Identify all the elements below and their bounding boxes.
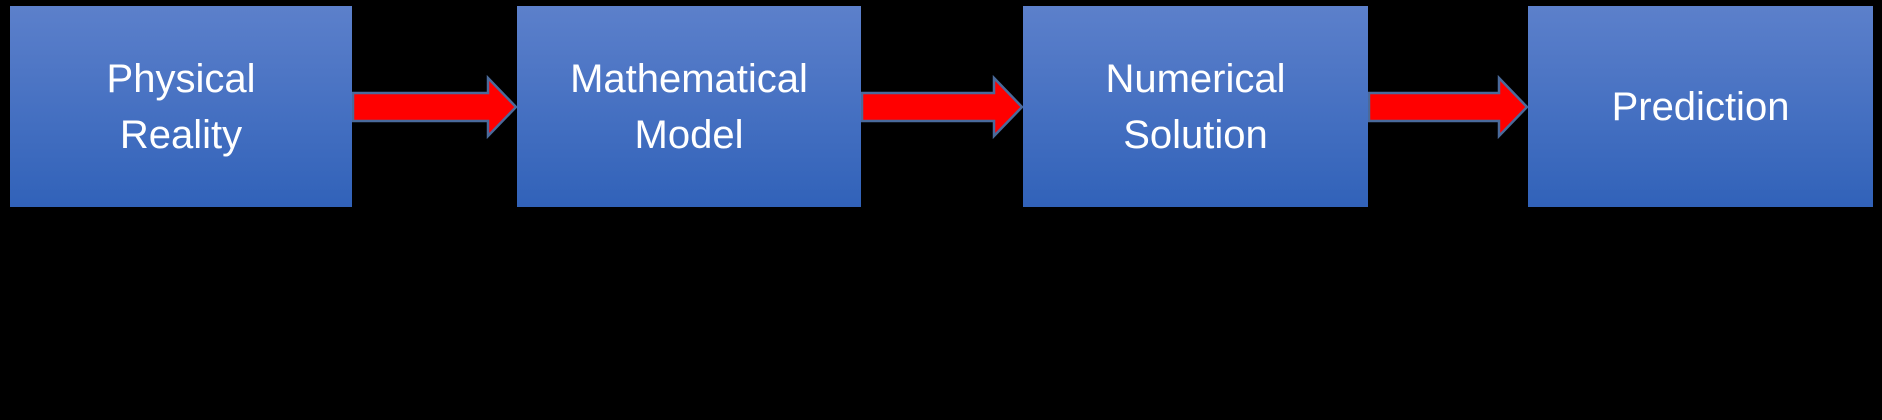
step-box-mathematical-model: Mathematical Model xyxy=(517,6,861,207)
right-arrow-icon xyxy=(861,74,1023,140)
right-arrow-icon xyxy=(352,74,517,140)
step-label: Prediction xyxy=(1611,84,1790,129)
right-arrow-icon xyxy=(1368,74,1528,140)
step-box-numerical-solution: Numerical Solution xyxy=(1023,6,1368,207)
step-box-physical-reality: Physical Reality xyxy=(10,6,352,207)
step-label: Numerical Solution xyxy=(1105,56,1286,157)
step-label: Mathematical Model xyxy=(570,56,808,157)
step-label: Physical Reality xyxy=(106,56,256,157)
step-box-prediction: Prediction xyxy=(1528,6,1873,207)
